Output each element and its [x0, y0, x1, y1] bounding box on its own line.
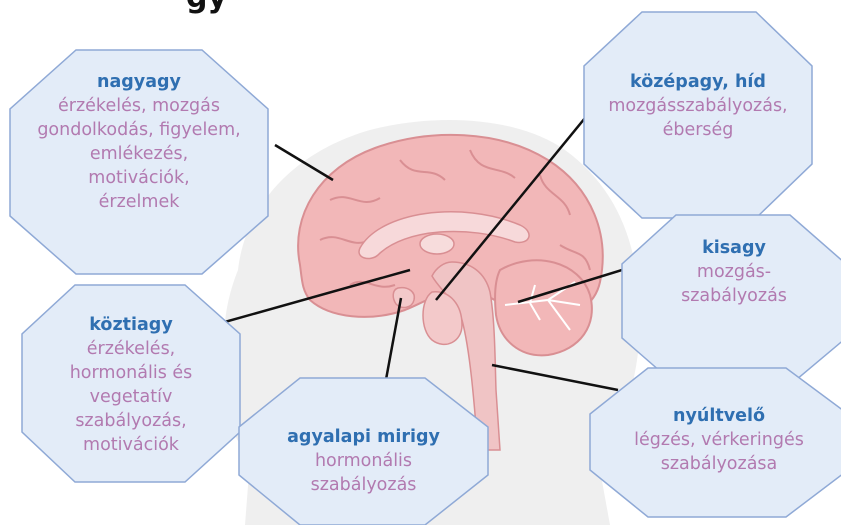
heading-nyultvelo: nyúltvelő [590, 404, 841, 428]
text-nagyagy-4: motivációk, [10, 166, 268, 190]
text-koztiagy-5: motivációk [22, 433, 240, 457]
label-nagyagy: nagyagy érzékelés, mozgás gondolkodás, f… [10, 70, 268, 214]
text-nyultvelo-1: légzés, vérkeringés [590, 428, 841, 452]
title-fragment: gy [186, 0, 227, 15]
label-kisagy: kisagy mozgás- szabályozás [622, 236, 841, 308]
heading-nagyagy: nagyagy [10, 70, 268, 94]
text-nagyagy-5: érzelmek [10, 190, 268, 214]
label-nyultvelo: nyúltvelő légzés, vérkeringés szabályozá… [590, 404, 841, 476]
text-koztiagy-3: vegetatív [22, 385, 240, 409]
heading-agyalapi: agyalapi mirigy [239, 425, 488, 449]
thalamus [420, 234, 454, 254]
pituitary [393, 288, 414, 308]
label-agyalapi: agyalapi mirigy hormonális szabályozás [239, 425, 488, 497]
text-koztiagy-1: érzékelés, [22, 337, 240, 361]
text-kisagy-1: mozgás- [622, 260, 841, 284]
heading-koztiagy: köztiagy [22, 313, 240, 337]
text-nagyagy-2: gondolkodás, figyelem, [10, 118, 268, 142]
text-nyultvelo-2: szabályozása [590, 452, 841, 476]
text-agyalapi-1: hormonális [239, 449, 488, 473]
text-agyalapi-2: szabályozás [239, 473, 488, 497]
text-kozepagy-2: éberség [584, 118, 812, 142]
heading-kozepagy: középagy, híd [584, 70, 812, 94]
text-kisagy-2: szabályozás [622, 284, 841, 308]
cerebellum [495, 260, 592, 355]
text-kozepagy-1: mozgásszabályozás, [584, 94, 812, 118]
heading-kisagy: kisagy [622, 236, 841, 260]
text-nagyagy-3: emlékezés, [10, 142, 268, 166]
label-koztiagy: köztiagy érzékelés, hormonális és vegeta… [22, 313, 240, 457]
label-kozepagy: középagy, híd mozgásszabályozás, éberség [584, 70, 812, 142]
text-nagyagy-1: érzékelés, mozgás [10, 94, 268, 118]
text-koztiagy-4: szabályozás, [22, 409, 240, 433]
text-koztiagy-2: hormonális és [22, 361, 240, 385]
